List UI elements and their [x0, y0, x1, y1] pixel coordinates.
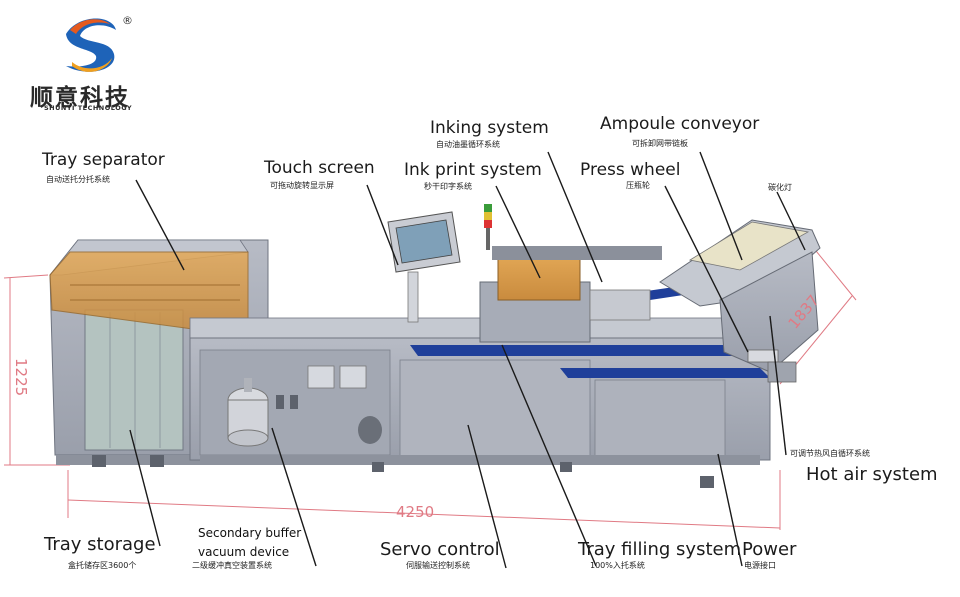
tray-separator-sub: 自动送托分托系统: [46, 175, 110, 184]
tray-storage-sub: 盒托储存区3600个: [68, 561, 137, 570]
ink-print-system-sub: 秒干印字系统: [424, 182, 472, 191]
height-dimension-label: 1225: [12, 358, 30, 397]
leader-press-wheel: [664, 185, 749, 353]
length-dimension-label: 4250: [396, 503, 435, 521]
touch-screen-unit: [387, 211, 461, 323]
leader-ampoule-conveyor: [699, 151, 743, 261]
blue-conveyor: [410, 280, 770, 378]
hot-air-system-title: Hot air system: [806, 464, 938, 485]
secondary-buffer-sub: 二级缓冲真空装置系统: [192, 561, 272, 570]
secondary-buffer-line1: Secondary buffer: [198, 526, 302, 540]
inking-system-title: Inking system: [430, 118, 549, 138]
logo-name-cn: 顺意科技: [30, 85, 130, 111]
leader-carbon-lamp: [776, 191, 806, 251]
ink-print-system-title: Ink print system: [404, 160, 542, 180]
leader-tray-storage: [129, 429, 161, 547]
leader-hot-air: [769, 315, 787, 456]
leader-servo-control: [467, 424, 507, 569]
press-wheel-sub: 压瓶轮: [626, 181, 650, 190]
ampoule-conveyor-sub: 可拆卸网带链板: [632, 139, 688, 148]
leader-secondary-buffer: [271, 427, 317, 567]
press-wheel-title: Press wheel: [580, 160, 681, 180]
tray-separator-title: Tray separator: [42, 150, 165, 170]
ampoule-conveyor-title: Ampoule conveyor: [600, 114, 760, 134]
tray-storage-title: Tray storage: [44, 534, 156, 555]
print-unit: [479, 204, 662, 343]
vacuum-tank: [227, 365, 382, 447]
power-title: Power: [742, 539, 797, 560]
servo-control-title: Servo control: [380, 539, 500, 560]
leader-power: [717, 453, 743, 567]
leader-touch-screen: [366, 184, 399, 266]
carbon-lamp-sub: 碳化灯: [768, 183, 792, 192]
inking-system-sub: 自动油墨循环系统: [436, 140, 500, 149]
ampoule-conveyor-hood: [659, 219, 821, 383]
leader-tray-separator: [135, 179, 185, 271]
logo-mark: [60, 15, 120, 75]
touch-screen-sub: 可拖动旋转显示屏: [270, 181, 334, 190]
touch-screen-title: Touch screen: [264, 158, 375, 178]
power-sub: 电源接口: [744, 561, 776, 570]
length-dimension: [67, 470, 781, 530]
leader-tray-filling: [501, 344, 597, 567]
tray-filling-sub: 100%入托系统: [590, 561, 645, 570]
servo-control-sub: 伺服输送控制系统: [406, 561, 470, 570]
logo-name-en: SHUNYI TECHNOLOGY: [44, 104, 133, 112]
registered-mark: ®: [122, 14, 133, 27]
leader-ink-print: [495, 185, 541, 279]
hot-air-system-sub: 可调节热风自循环系统: [790, 449, 870, 458]
leader-inking-system: [547, 151, 603, 283]
tray-filling-title: Tray filling system: [578, 539, 742, 560]
secondary-buffer-line2: vacuum device: [198, 545, 290, 559]
